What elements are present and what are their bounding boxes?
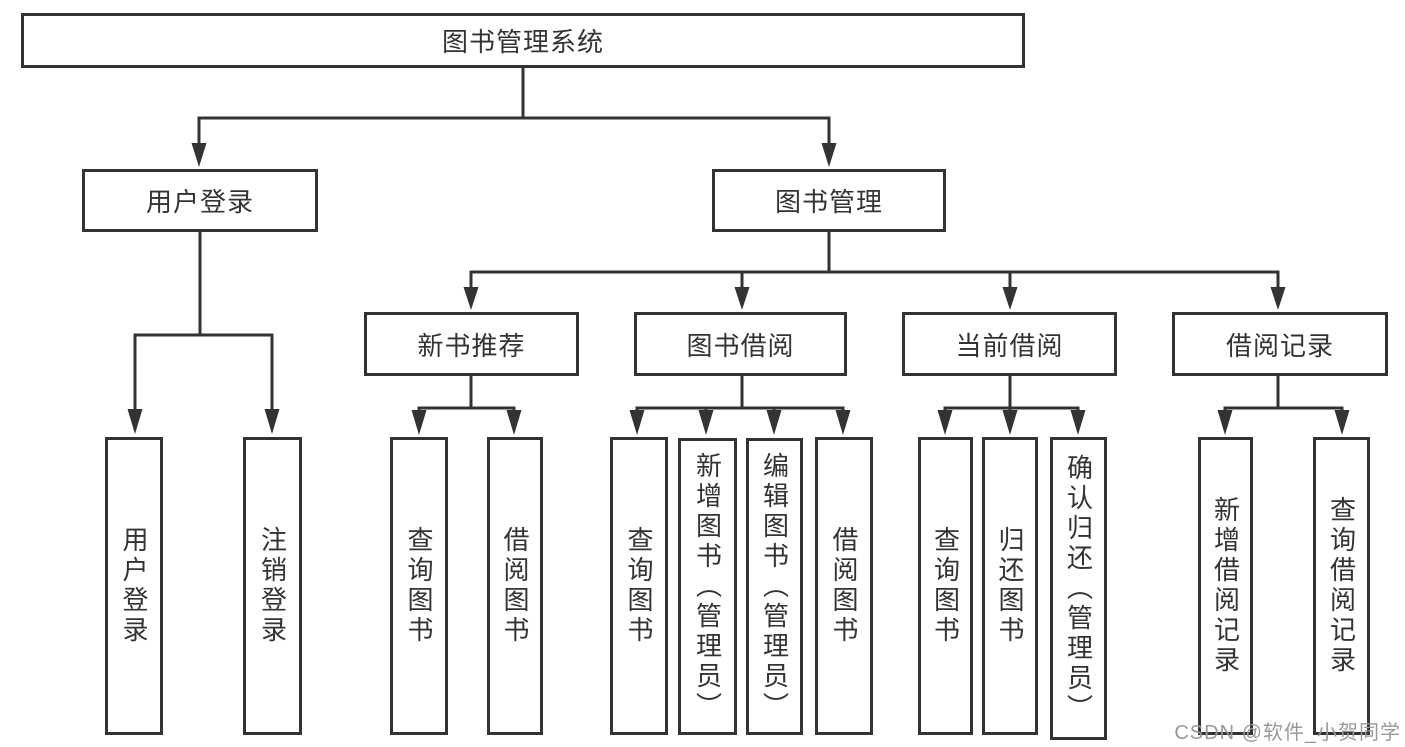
- leaf-logout: 注销登录: [243, 437, 302, 735]
- edges-current-borrow-to-leaves: [937, 375, 1086, 435]
- leaf-cb-return-books: 归还图书: [982, 437, 1038, 735]
- leaf-cb-confirm-return-admin: 确认归还（管理员）: [1050, 437, 1107, 740]
- node-user-login: 用户登录: [82, 169, 318, 232]
- leaf-cb-query-books: 查询图书: [918, 437, 973, 735]
- node-book-borrow: 图书借阅: [634, 312, 847, 376]
- edges-user-login-to-leaves: [127, 231, 280, 434]
- edges-book-borrow-to-leaves: [629, 375, 851, 435]
- node-new-book-recommend: 新书推荐: [364, 312, 579, 376]
- watermark: CSDN @软件_小贺同学: [1174, 722, 1401, 744]
- leaf-br-query-record: 查询借阅记录: [1313, 437, 1370, 735]
- edges-new-book-rec-to-leaves: [411, 375, 522, 435]
- node-current-borrow: 当前借阅: [902, 312, 1117, 376]
- leaf-rec-query-books: 查询图书: [390, 437, 448, 735]
- node-book-management: 图书管理: [712, 169, 946, 232]
- node-root-system: 图书管理系统: [21, 13, 1025, 68]
- edges-borrow-record-to-leaves: [1217, 373, 1350, 435]
- leaf-bb-borrow-books: 借阅图书: [815, 437, 873, 735]
- edges-root-to-level2: [191, 66, 837, 167]
- edges-book-mgmt-to-level3: [463, 231, 1286, 310]
- node-borrow-records: 借阅记录: [1172, 312, 1388, 376]
- leaf-bb-add-books-admin: 新增图书（管理员）: [678, 438, 737, 735]
- leaf-user-login: 用户登录: [105, 437, 163, 735]
- leaf-rec-borrow-books: 借阅图书: [487, 437, 543, 735]
- leaf-bb-query-books: 查询图书: [610, 437, 668, 735]
- leaf-bb-edit-books-admin: 编辑图书（管理员）: [746, 438, 803, 735]
- leaf-br-add-record: 新增借阅记录: [1198, 437, 1253, 735]
